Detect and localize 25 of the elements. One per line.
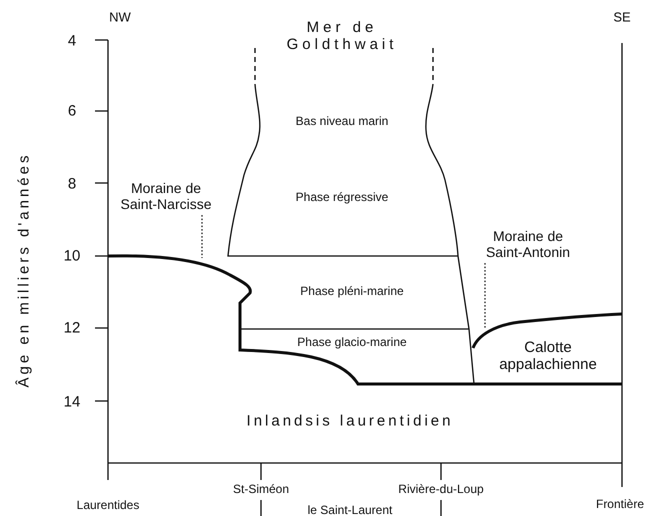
- sea-label: Mer de Goldthwait: [286, 18, 398, 54]
- tick-label: 14: [64, 393, 80, 411]
- moraine-label: Moraine de Saint-Narcisse: [116, 180, 216, 212]
- axis-title: Âge en milliers d'années: [15, 152, 33, 388]
- tick-label: 4: [68, 32, 76, 50]
- leader-line: [201, 215, 203, 258]
- ice-cap-label: Calotte appalachienne: [498, 338, 598, 374]
- tick-label: 12: [64, 319, 80, 337]
- direction-label: SE: [613, 10, 631, 26]
- ice-sheet-label: Inlandsis laurentidien: [246, 412, 454, 430]
- place-label: Laurentides: [76, 499, 140, 513]
- direction-label: NW: [109, 10, 131, 26]
- place-label: le Saint-Laurent: [308, 504, 392, 516]
- phase-label: Phase pléni-marine: [300, 285, 404, 299]
- place-label: St-Siméon: [232, 483, 290, 497]
- phase-label: Phase glacio-marine: [297, 336, 407, 350]
- phase-label: Bas niveau marin: [296, 115, 388, 129]
- phase-label: Phase régressive: [296, 191, 388, 205]
- place-label: Rivière-du-Loup: [398, 483, 484, 497]
- moraine-label: Moraine de Saint-Antonin: [478, 228, 578, 260]
- tick-label: 10: [64, 247, 80, 265]
- leader-line: [484, 263, 486, 328]
- tick-label: 8: [68, 175, 76, 193]
- place-label: Frontière: [596, 498, 644, 512]
- tick-label: 6: [68, 102, 76, 120]
